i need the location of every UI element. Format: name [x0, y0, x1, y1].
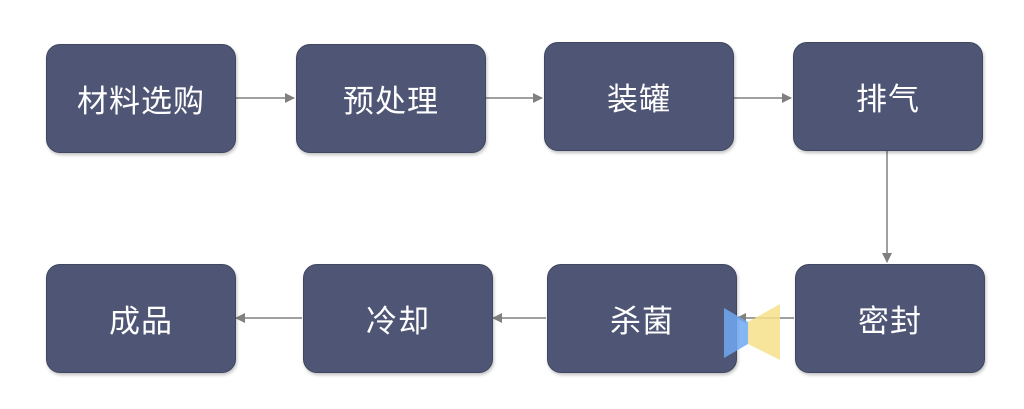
- step-label: 装罐: [607, 82, 671, 118]
- step-label: 密封: [858, 304, 922, 340]
- step-finished-product: 成品: [46, 264, 236, 373]
- step-sterilization: 杀菌: [547, 264, 737, 373]
- step-sealing: 密封: [795, 264, 985, 373]
- step-cooling: 冷却: [303, 264, 493, 373]
- step-label: 成品: [109, 304, 173, 340]
- step-canning: 装罐: [544, 42, 734, 151]
- step-label: 杀菌: [610, 304, 674, 340]
- step-label: 材料选购: [77, 84, 205, 120]
- step-material-purchase: 材料选购: [46, 44, 236, 153]
- step-exhaust: 排气: [793, 42, 983, 151]
- step-label: 排气: [856, 82, 920, 118]
- step-label: 冷却: [366, 304, 430, 340]
- step-label: 预处理: [343, 84, 439, 120]
- decorative-wedge-icon: [724, 304, 780, 360]
- step-pretreatment: 预处理: [296, 44, 486, 153]
